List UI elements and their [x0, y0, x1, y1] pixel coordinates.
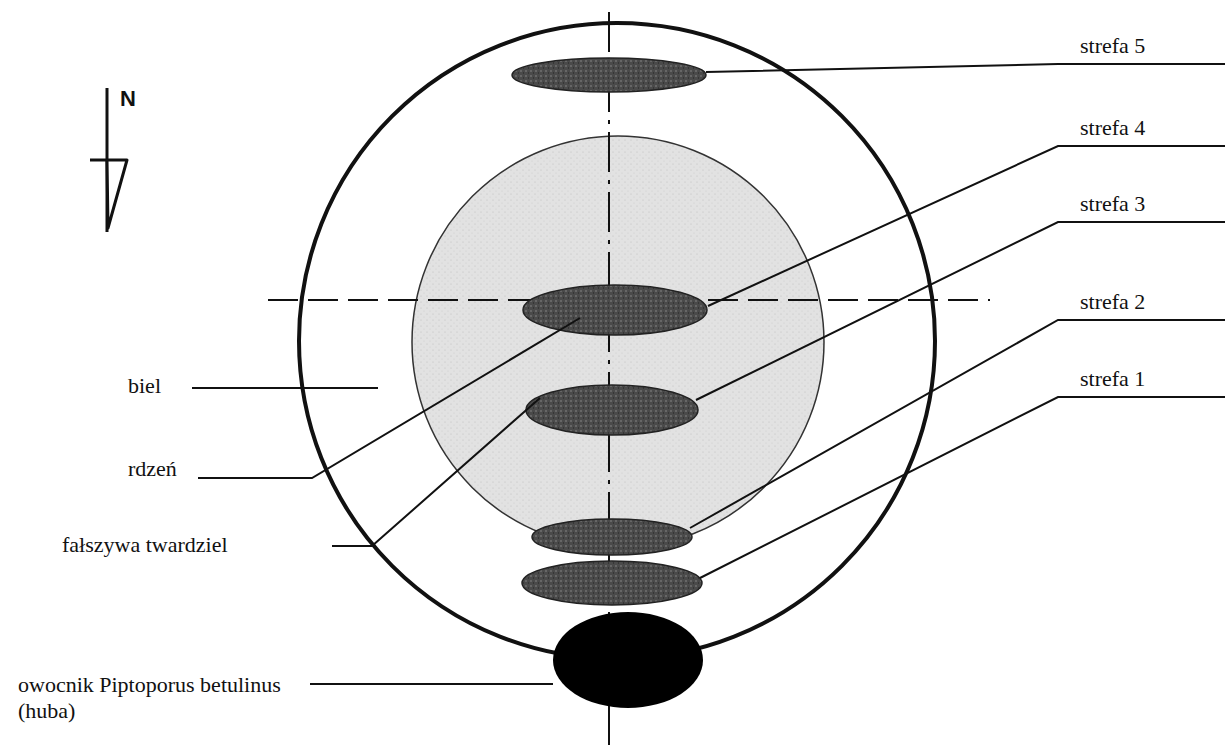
compass-letter: N [118, 86, 138, 112]
axis-end [608, 708, 610, 745]
zone-5 [512, 58, 706, 92]
zone-2 [532, 519, 692, 555]
zone-label: strefa 1 [1078, 366, 1147, 392]
fruit-body [553, 612, 703, 708]
part-label: biel [126, 373, 163, 399]
zone-label: strefa 4 [1078, 115, 1147, 141]
leader-lines [192, 64, 1225, 684]
zone-label: strefa 2 [1078, 289, 1147, 315]
zone-label: strefa 5 [1078, 33, 1147, 59]
sapwood-circle [299, 23, 935, 659]
part-label: fałszywa twardziel [60, 532, 230, 558]
part-label: rdzeń [126, 456, 179, 482]
zone-label: strefa 3 [1078, 191, 1147, 217]
zone-4 [523, 285, 707, 335]
part-label: owocnik Piptoporus betulinus (huba) [16, 672, 310, 724]
zone-1 [522, 561, 702, 605]
zone-3 [526, 385, 698, 435]
